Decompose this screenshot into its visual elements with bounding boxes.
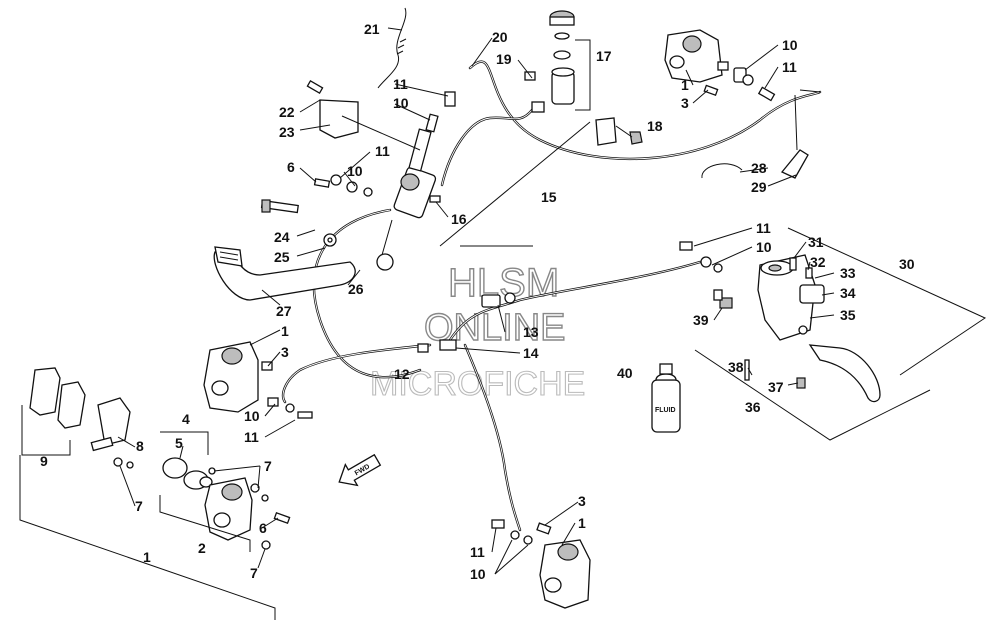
callout-12: 12 bbox=[394, 366, 410, 382]
callout-4: 4 bbox=[182, 411, 190, 427]
callout-10-b: 10 bbox=[347, 163, 363, 179]
callout-1-c: 1 bbox=[143, 549, 151, 565]
callout-35: 35 bbox=[840, 307, 856, 323]
callout-24: 24 bbox=[274, 229, 290, 245]
callout-10-e: 10 bbox=[756, 239, 772, 255]
callout-5: 5 bbox=[175, 435, 183, 451]
callout-9: 9 bbox=[40, 453, 48, 469]
callout-18: 18 bbox=[647, 118, 663, 134]
exploded-caliper bbox=[29, 367, 291, 550]
right-rear-caliper bbox=[664, 29, 809, 179]
callout-14: 14 bbox=[523, 345, 539, 361]
callout-7-c: 7 bbox=[250, 565, 258, 581]
callout-10-a: 10 bbox=[393, 95, 409, 111]
forward-arrow: FWD bbox=[338, 453, 382, 487]
callout-11-c: 11 bbox=[782, 59, 797, 75]
callout-6-b: 6 bbox=[259, 520, 267, 536]
callout-26: 26 bbox=[348, 281, 364, 297]
callout-31: 31 bbox=[808, 234, 824, 250]
callout-1-b: 1 bbox=[281, 323, 289, 339]
callout-37: 37 bbox=[768, 379, 784, 395]
callout-34: 34 bbox=[840, 285, 856, 301]
callout-21: 21 bbox=[364, 21, 380, 37]
callout-7-b: 7 bbox=[135, 498, 143, 514]
watermark-line-3: MICROFICHE bbox=[370, 365, 585, 403]
callout-10-c: 10 bbox=[782, 37, 798, 53]
callout-23: 23 bbox=[279, 124, 295, 140]
callout-8: 8 bbox=[136, 438, 144, 454]
callout-10-d: 10 bbox=[244, 408, 260, 424]
callout-3-c: 3 bbox=[578, 493, 586, 509]
callout-11-f: 11 bbox=[470, 544, 485, 560]
callout-7-a: 7 bbox=[264, 458, 272, 474]
callout-13: 13 bbox=[523, 324, 539, 340]
group-brackets bbox=[19, 39, 987, 620]
callout-32: 32 bbox=[810, 254, 826, 270]
callout-11-a: 11 bbox=[393, 76, 408, 92]
brake-fluid-bottle: FLUID bbox=[651, 363, 681, 433]
callout-39: 39 bbox=[693, 312, 709, 328]
callout-20: 20 bbox=[492, 29, 508, 45]
callout-22: 22 bbox=[279, 104, 295, 120]
watermark: HLSM ONLINE MICROFICHE bbox=[369, 260, 585, 403]
callout-11-d: 11 bbox=[244, 429, 259, 445]
callout-1-a: 1 bbox=[681, 77, 689, 93]
brake-lines bbox=[281, 60, 822, 532]
callout-17: 17 bbox=[596, 48, 612, 64]
callout-19: 19 bbox=[496, 51, 512, 67]
callout-29: 29 bbox=[751, 179, 767, 195]
bottom-right-caliper bbox=[491, 519, 591, 609]
callout-3-a: 3 bbox=[681, 95, 689, 111]
callout-30: 30 bbox=[899, 256, 915, 272]
callout-6-a: 6 bbox=[287, 159, 295, 175]
callout-2: 2 bbox=[198, 540, 206, 556]
junction-block bbox=[417, 292, 516, 353]
callout-11-b: 11 bbox=[375, 143, 390, 159]
callout-10-f: 10 bbox=[470, 566, 486, 582]
callout-28: 28 bbox=[751, 160, 767, 176]
callout-1-d: 1 bbox=[578, 515, 586, 531]
callout-40: 40 bbox=[617, 365, 633, 381]
left-front-caliper bbox=[203, 341, 313, 419]
callout-16: 16 bbox=[451, 211, 467, 227]
callout-11-e: 11 bbox=[756, 220, 771, 236]
front-master-cylinder bbox=[679, 241, 881, 403]
callout-36: 36 bbox=[745, 399, 761, 415]
callout-27: 27 bbox=[276, 303, 292, 319]
callout-15: 15 bbox=[541, 189, 557, 205]
callout-labels: 21 20 17 19 11 10 22 23 11 6 10 18 15 16… bbox=[40, 21, 915, 582]
callout-38: 38 bbox=[728, 359, 744, 375]
watermark-line-1: HLSM bbox=[448, 261, 559, 305]
callout-25: 25 bbox=[274, 249, 290, 265]
bottle-label: FLUID bbox=[655, 407, 676, 414]
leader-lines bbox=[117, 27, 835, 575]
callout-33: 33 bbox=[840, 265, 856, 281]
callout-3-b: 3 bbox=[281, 344, 289, 360]
